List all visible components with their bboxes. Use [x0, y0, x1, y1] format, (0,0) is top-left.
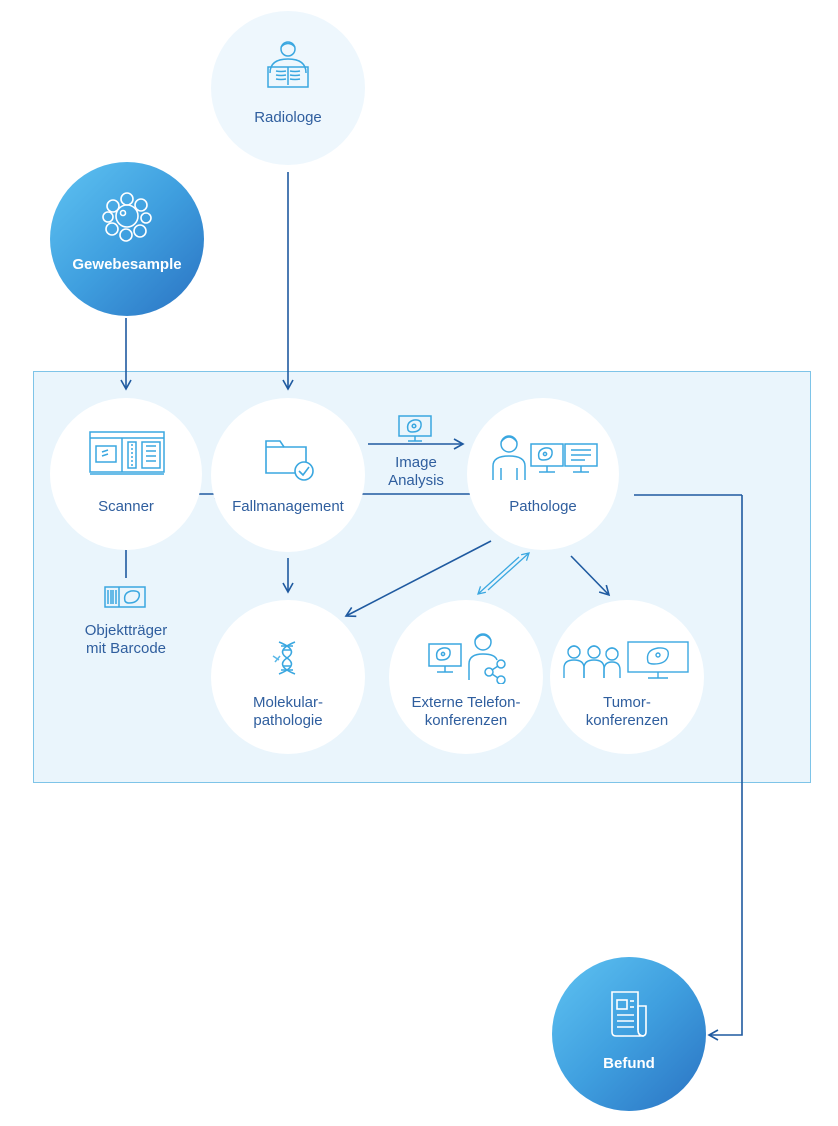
objekttraeger-label: Objektträger mit Barcode — [84, 622, 168, 657]
node-telefon: Externe Telefon- konferenzen — [389, 600, 543, 754]
node-befund: Befund — [552, 957, 706, 1111]
pathologist-monitors-icon — [492, 435, 598, 480]
node-fallmanagement: Fallmanagement — [211, 398, 365, 552]
node-label: Molekular- pathologie — [252, 694, 324, 729]
arrow-pathologe-befund-path — [707, 495, 743, 1041]
slide-scanner-icon — [89, 431, 165, 475]
exchange-arrow-down — [477, 556, 520, 595]
node-label: Radiologe — [254, 109, 322, 126]
document-icon — [611, 991, 647, 1037]
node-gewebesample: Gewebesample — [50, 162, 204, 316]
arrow-pathologe-tumor — [570, 555, 611, 597]
node-molekular: Molekular- pathologie — [211, 600, 365, 754]
node-scanner: Scanner — [50, 398, 202, 550]
dna-icon — [272, 641, 296, 675]
node-pathologe: Pathologe — [467, 398, 619, 550]
node-label: Fallmanagement — [232, 498, 344, 515]
person-xray-icon — [267, 41, 309, 88]
monitor-person-share-icon — [428, 633, 506, 684]
node-label: Scanner — [98, 498, 154, 515]
exchange-arrow-up — [487, 552, 530, 591]
node-label: Befund — [603, 1055, 655, 1072]
node-radiologe: Radiologe — [211, 11, 365, 165]
node-tumor: Tumor- konferenzen — [550, 600, 704, 754]
node-label: Gewebesample — [72, 256, 182, 273]
arrow-pathologe-molekular — [344, 540, 492, 618]
node-label: Externe Telefon- konferenzen — [411, 694, 521, 729]
group-monitor-icon — [563, 641, 689, 679]
image-analysis-label: Image Analysis — [388, 454, 444, 489]
cell-cluster-icon — [102, 192, 152, 242]
node-label: Pathologe — [509, 498, 577, 515]
slide-barcode-icon — [104, 586, 146, 608]
monitor-cell-icon — [398, 415, 432, 442]
node-label: Tumor- konferenzen — [585, 694, 669, 729]
folder-check-icon — [265, 440, 314, 481]
